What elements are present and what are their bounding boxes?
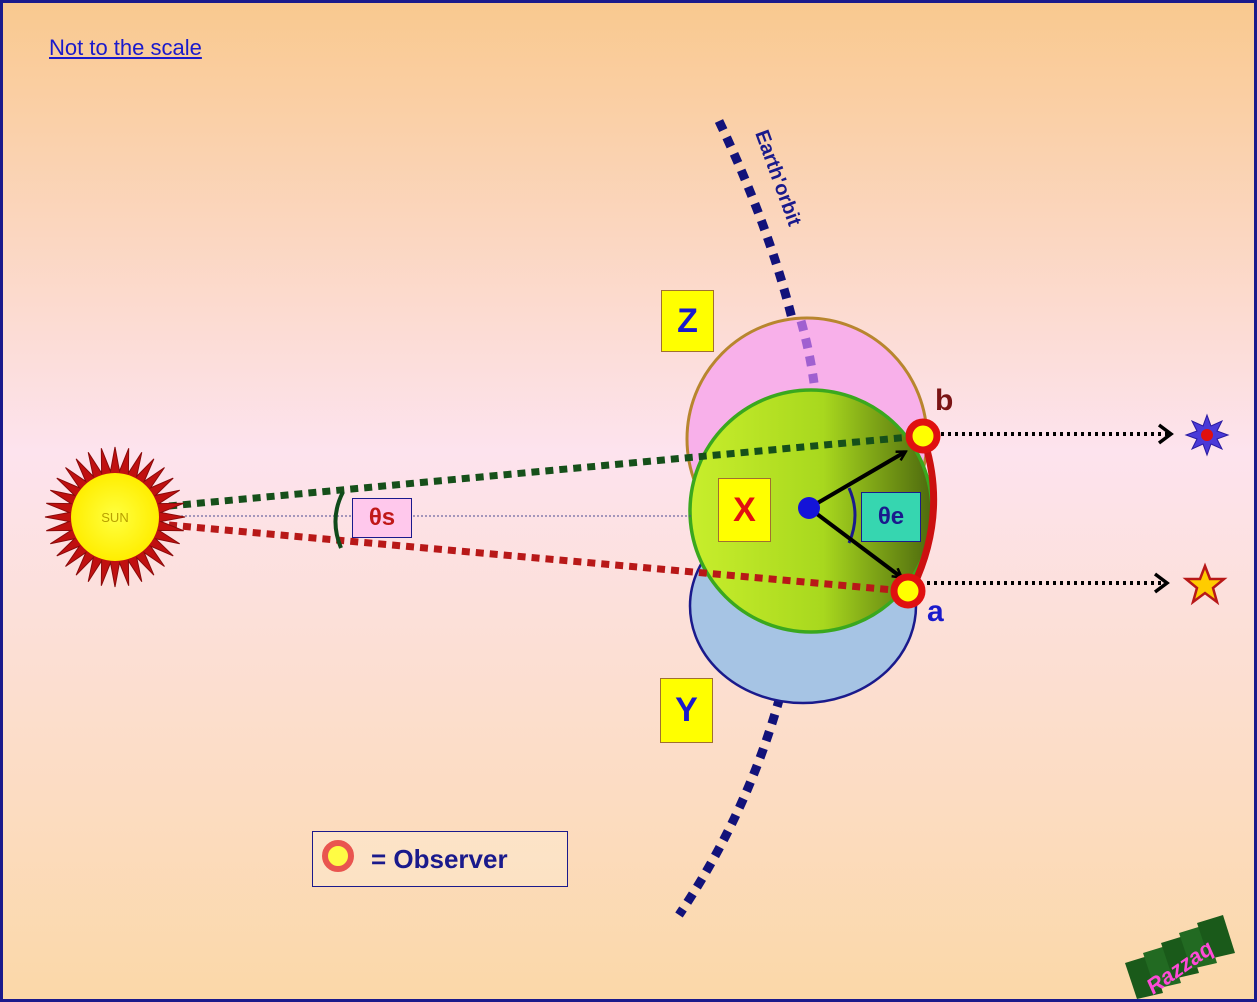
watermark-logo: [1125, 915, 1235, 999]
region-x-label: X: [718, 478, 771, 542]
sun-icon: [44, 446, 186, 588]
observer-legend: = Observer: [312, 831, 568, 887]
background: [3, 3, 1254, 999]
observer-b-marker: [905, 418, 941, 454]
not-to-scale-link[interactable]: Not to the scale: [49, 35, 202, 60]
theta-s-label: θs: [352, 498, 412, 538]
b-arrowhead: [1157, 423, 1174, 445]
point-a-label: a: [927, 595, 944, 628]
observer-a-marker: [890, 573, 926, 609]
a-arrowhead: [1153, 572, 1170, 594]
theta-e-label: θe: [861, 492, 921, 542]
star-b-icon: [1184, 413, 1230, 457]
earth-orbit-inner-segment: [796, 319, 819, 384]
star-a-icon: [1182, 562, 1228, 606]
region-z-label: Z: [661, 290, 714, 352]
legend-observer-icon: [322, 840, 354, 872]
vector-to-a: [807, 506, 901, 577]
region-y-label: Y: [660, 678, 713, 743]
legend-text: = Observer: [371, 844, 508, 874]
point-b-label: b: [935, 384, 954, 417]
theta-s-arc: [333, 491, 345, 549]
vector-to-b: [807, 452, 905, 510]
observer-path-arc: [909, 441, 938, 589]
earth-center-dot: [798, 497, 820, 519]
sun-to-a-line: [168, 521, 906, 595]
diagram-svg: [3, 3, 1254, 999]
